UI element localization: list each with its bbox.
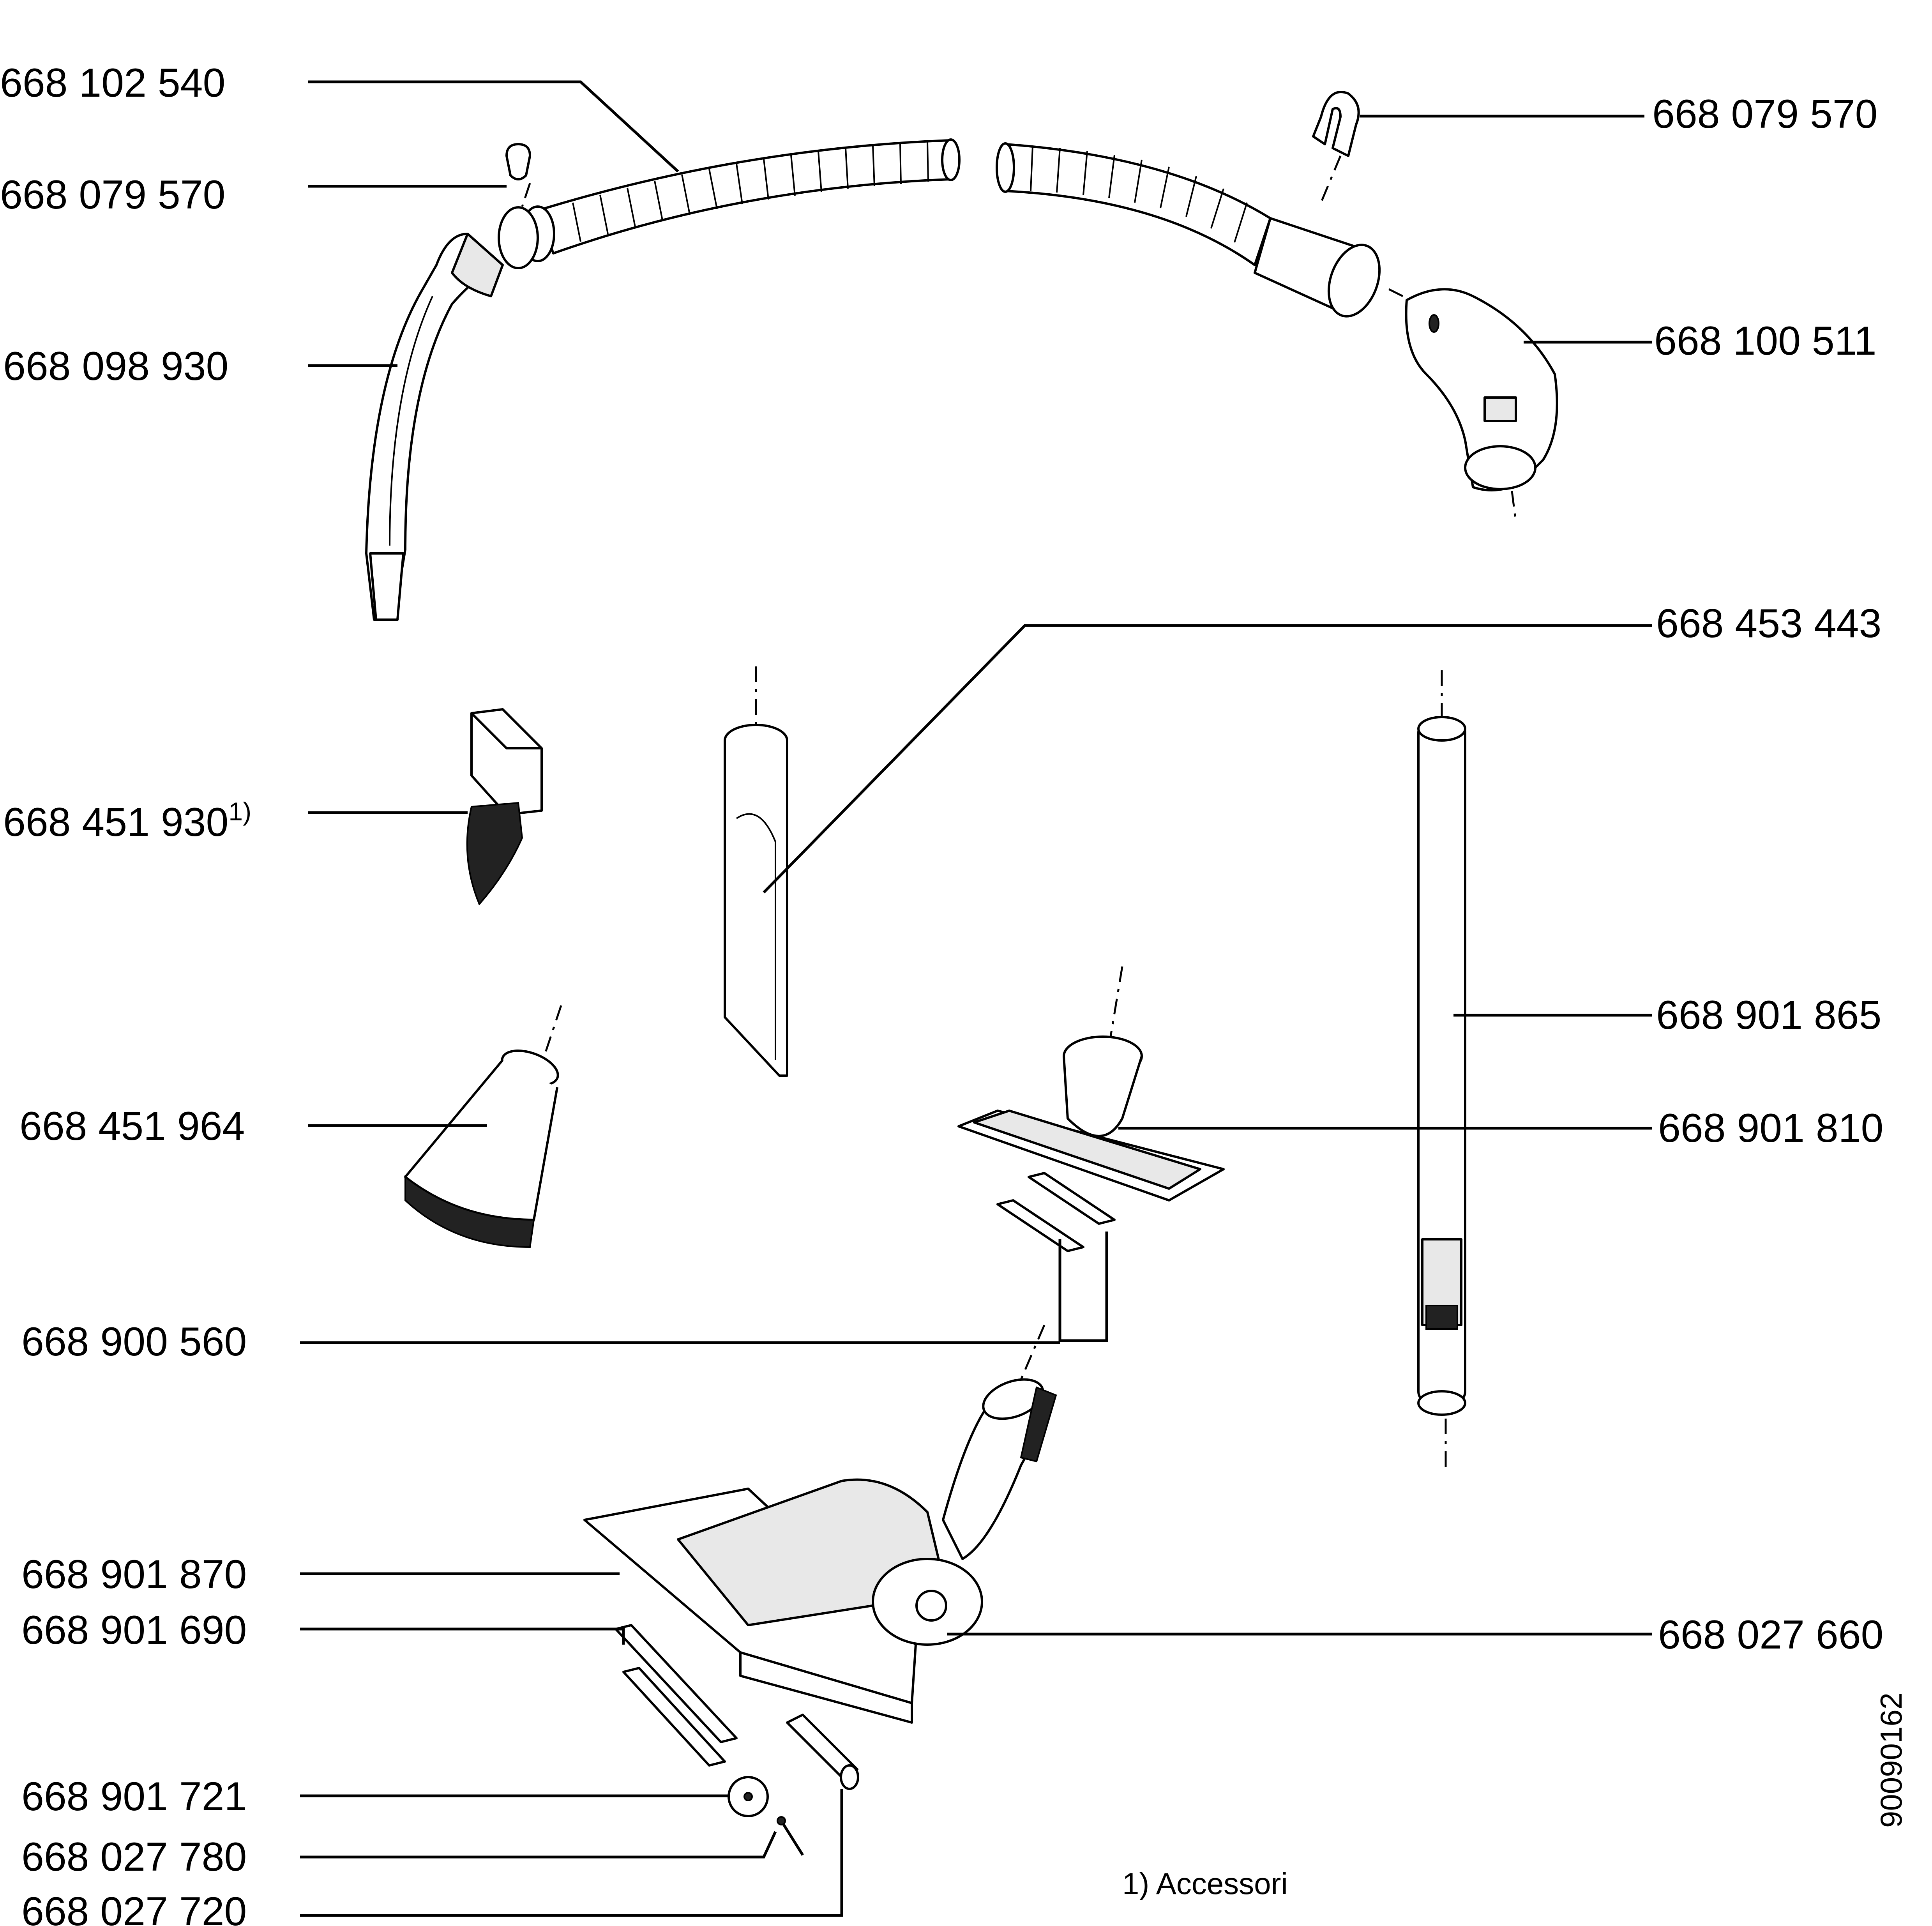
label-crevice-tool: 668 453 443 [1656, 601, 1881, 646]
label-nozzle-strips: 668 900 560 [21, 1319, 247, 1364]
telescopic-tube [1417, 716, 1466, 1416]
nozzle-strips [996, 1172, 1116, 1342]
drawing-number: 90090162 [1874, 1693, 1908, 1828]
brush-accessory [466, 708, 543, 906]
crevice-tool [724, 724, 788, 1077]
label-small-wheel: 668 901 721 [21, 1774, 247, 1819]
upholstery-nozzle [957, 1035, 1225, 1202]
pin [777, 1816, 804, 1856]
clip-right [1312, 91, 1360, 157]
wheel-roller [872, 1558, 983, 1646]
leader-axle-bracket [300, 1789, 843, 1917]
leader-crevice-tool [763, 624, 1652, 894]
label-pin: 668 027 780 [21, 1834, 247, 1880]
label-floor-nozzle: 668 901 870 [21, 1552, 247, 1597]
label-dusting-brush: 668 451 964 [19, 1104, 245, 1149]
hose-left-segment [498, 138, 961, 269]
axle-bracket [786, 1714, 859, 1790]
footnote: 1) Accessori [1122, 1866, 1288, 1901]
label-brush-accessory-number: 668 451 930 [3, 800, 228, 845]
hose-connector [1405, 288, 1558, 491]
hose-right-segment [996, 142, 1381, 318]
clip-left [505, 143, 531, 180]
label-telescopic-tube: 668 901 865 [1656, 993, 1881, 1038]
label-hose: 668 102 540 [0, 60, 225, 106]
label-nozzle-sole-strip: 668 901 690 [21, 1608, 247, 1653]
small-wheel [728, 1776, 769, 1817]
leader-pin [300, 1831, 777, 1859]
label-upholstery-nozzle: 668 901 810 [1658, 1106, 1883, 1151]
leader-hose [308, 80, 679, 173]
handle-tube [365, 233, 504, 621]
label-axle-bracket: 668 027 720 [21, 1889, 247, 1926]
dusting-brush [404, 1050, 559, 1248]
label-clip-left: 668 079 570 [0, 172, 225, 217]
label-brush-accessory-note: 1) [228, 797, 251, 826]
label-brush-accessory: 668 451 9301) [3, 797, 251, 845]
leader-nozzle-sole-strip [300, 1627, 625, 1645]
nozzle-sole-strip [615, 1624, 738, 1767]
label-handle-tube: 668 098 930 [3, 344, 228, 389]
label-clip-right: 668 079 570 [1652, 92, 1877, 137]
label-wheel-roller: 668 027 660 [1658, 1612, 1883, 1657]
label-hose-connector: 668 100 511 [1654, 318, 1877, 364]
leader-lines [300, 80, 1652, 1917]
